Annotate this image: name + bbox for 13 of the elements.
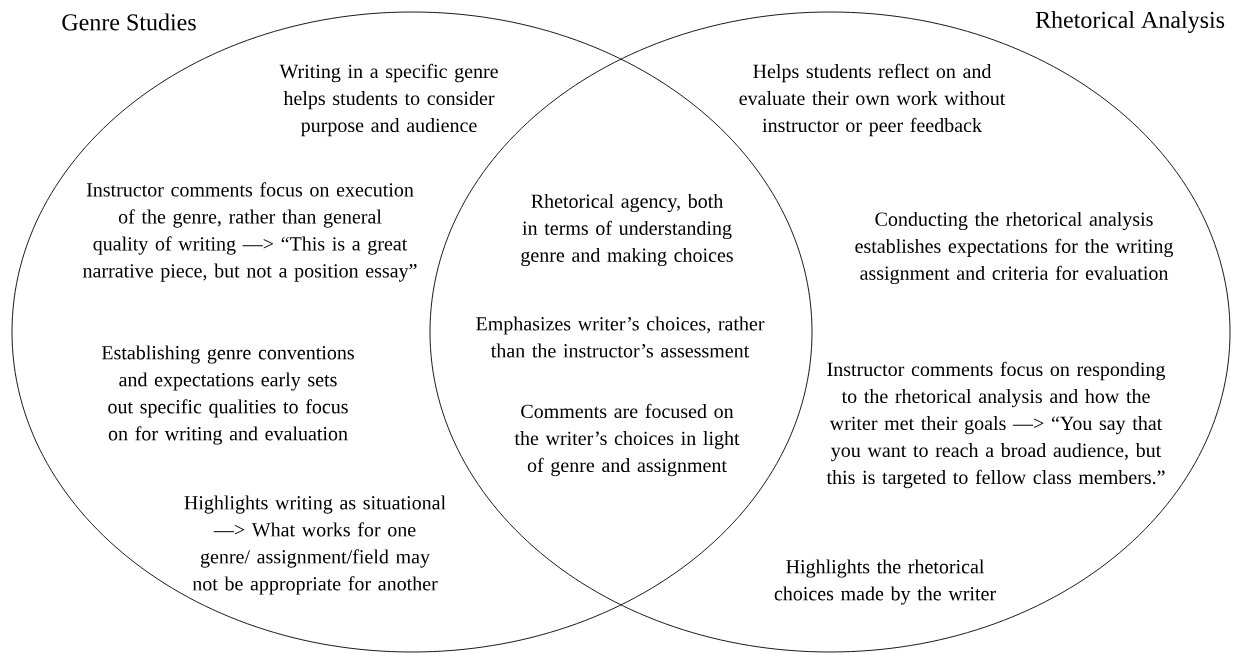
circle-heading: Rhetorical Analysis (1035, 11, 1225, 33)
venn-statement: Emphasizes writer’s choices, rather than the instructor’s assessment (476, 316, 765, 358)
venn-statement: Rhetorical agency, both in terms of understanding genre and making choices (521, 193, 733, 267)
venn-statement: Comments are focused on the writer’s choices in light of genre and assignment (514, 403, 740, 477)
venn-statement: Highlights writing as situational —> What works for one genre/ assignment/field may not be appropriate for another (184, 495, 446, 595)
venn-statement: Helps students reflect on and evaluate their own work without instructor or peer feedback (739, 63, 1006, 137)
venn-statement: Instructor comments focus on execution of the genre, rather than general quality of writing —> “This is a great narrative piece, but not a position essay” (83, 182, 417, 282)
venn-statement: Writing in a specific genre helps students to consider purpose and audience (279, 63, 498, 137)
venn-statement: Instructor comments focus on responding to the rhetorical analysis and how the writer met their goals —> “You say that you want to reach a broad audience, but this is targeted to fellow class members.” (826, 361, 1166, 489)
venn-statement: Establishing genre conventions and expectations early sets out specific qualities to focus on for writing and evaluation (101, 345, 354, 445)
venn-statement: Conducting the rhetorical analysis establishes expectations for the writing assignment and criteria for evaluation (855, 211, 1174, 285)
venn-statement: Highlights the rhetorical choices made by the writer (774, 559, 996, 605)
circle-heading: Genre Studies (62, 13, 196, 31)
